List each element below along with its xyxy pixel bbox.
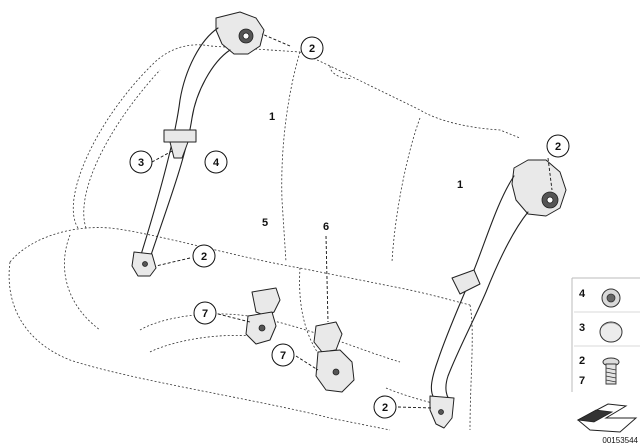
leader-lines [151,33,553,409]
callout-9: 1 [457,179,463,191]
callout-label: 2 [555,141,561,153]
legend-number: 3 [579,322,585,334]
grommet-icon [601,288,621,308]
callout-label: 7 [280,350,286,362]
callout-label: 4 [213,157,220,169]
rear-seat-outline [8,44,521,431]
legend-number: 2 [579,355,585,367]
diagram-id: 00153544 [602,436,638,445]
arrow-icon [576,403,638,433]
callout-3: 4 [204,150,228,174]
callout-label: 5 [262,217,268,229]
callout-label: 2 [382,402,388,414]
callout-label: 7 [202,308,208,320]
legend-number: 7 [579,375,585,387]
callout-label: 6 [323,221,329,233]
callout-0: 2 [300,36,324,60]
callout-label: 2 [309,43,315,55]
bolt-icon [602,357,620,385]
callout-1: 1 [269,111,275,123]
callout-7: 7 [193,301,217,325]
callout-11: 2 [373,395,397,419]
callout-label: 1 [269,111,275,123]
right-seat-belt [429,159,567,429]
callout-4: 5 [262,217,268,229]
callout-label: 3 [138,157,144,169]
callout-10: 2 [546,134,570,158]
callout-5: 6 [323,221,329,233]
callout-8: 7 [271,343,295,367]
parts-legend: 4 3 2 7 [571,277,640,392]
callout-label: 1 [457,179,463,191]
legend-number: 4 [579,288,586,300]
callout-2: 3 [129,150,153,174]
callout-6: 2 [192,244,216,268]
left-seat-belt [131,11,265,277]
right-belt-retractor [511,159,567,217]
callout-label: 2 [201,251,207,263]
left-buckle [245,287,281,345]
cap-icon [599,321,623,343]
right-belt-slider [451,269,481,295]
center-buckle [313,321,355,393]
left-belt-guide [163,129,197,143]
